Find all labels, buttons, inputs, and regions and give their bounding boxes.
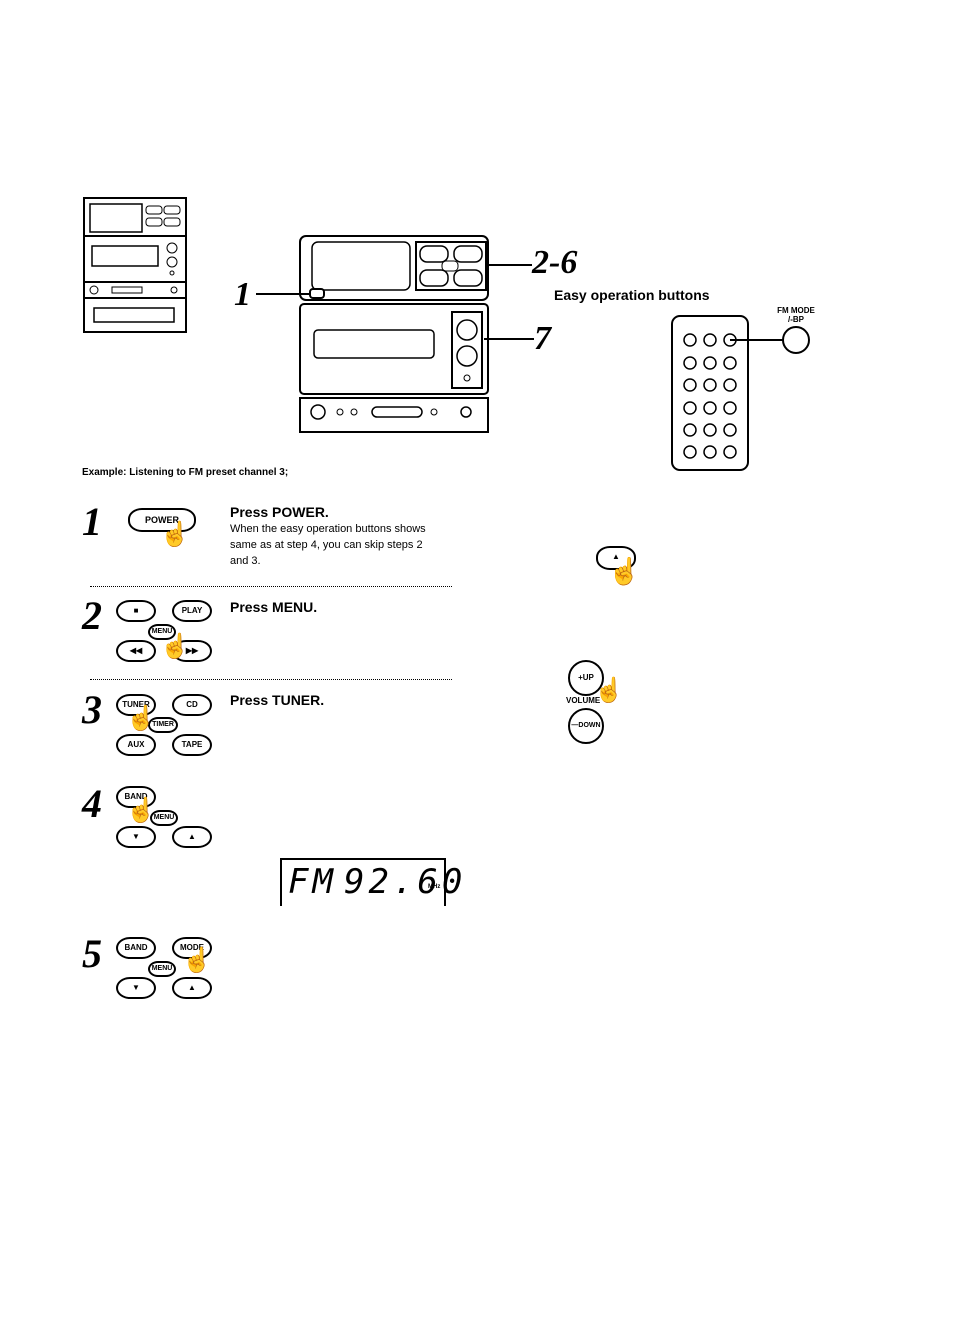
overview-unit-illustration bbox=[83, 197, 187, 333]
callout-2-6-line bbox=[486, 264, 532, 266]
menu-button-step4[interactable]: MENU bbox=[150, 810, 178, 826]
display-frequency: 92.60 bbox=[344, 862, 467, 902]
volume-label: VOLUME bbox=[566, 696, 601, 705]
down-button-step5[interactable]: ▼ bbox=[116, 977, 156, 999]
aux-button[interactable]: AUX bbox=[116, 734, 156, 756]
stop-button[interactable]: ■ bbox=[116, 600, 156, 622]
volume-up-button[interactable]: +UP bbox=[568, 660, 604, 696]
hand-pointer-icon: ☝ bbox=[594, 677, 624, 704]
hand-pointer-icon: ☝ bbox=[126, 797, 156, 824]
step-divider bbox=[90, 586, 452, 587]
up-button-right[interactable]: ▲ bbox=[596, 546, 636, 570]
callout-7: 7 bbox=[534, 320, 551, 357]
volume-down-button[interactable]: —DOWN bbox=[568, 708, 604, 744]
play-button[interactable]: PLAY bbox=[172, 600, 212, 622]
step-divider bbox=[90, 679, 452, 680]
step-2-number: 2 bbox=[82, 593, 102, 638]
main-unit-illustration bbox=[299, 235, 489, 433]
fm-mode-label: FM MODE /-BP bbox=[770, 306, 822, 324]
up-button[interactable]: ▲ bbox=[172, 826, 212, 848]
step-1-title: Press POWER. bbox=[230, 504, 329, 520]
band-button[interactable]: BAND bbox=[116, 786, 156, 808]
mode-button[interactable]: MODE bbox=[172, 937, 212, 959]
rewind-button[interactable]: ◀◀ bbox=[116, 640, 156, 662]
step-1-text-line: same as at step 4, you can skip steps 2 bbox=[230, 539, 423, 551]
fm-mode-label-line1: FM MODE bbox=[777, 306, 815, 315]
step-4-number: 4 bbox=[82, 781, 102, 826]
hand-pointer-icon: ☝ bbox=[160, 633, 190, 660]
step-2-title: Press MENU. bbox=[230, 599, 318, 615]
step-1-number: 1 bbox=[82, 499, 102, 544]
down-button[interactable]: ▼ bbox=[116, 826, 156, 848]
step-3-title: Press TUNER. bbox=[230, 692, 325, 708]
step-3-number: 3 bbox=[82, 687, 102, 732]
easy-operation-buttons-panel bbox=[671, 315, 810, 471]
example-text: Example: Listening to FM preset channel … bbox=[82, 467, 289, 478]
display-band: FM bbox=[288, 862, 337, 902]
hand-pointer-icon: ☝ bbox=[160, 521, 190, 548]
easy-operation-heading: Easy operation buttons bbox=[554, 287, 710, 303]
fm-mode-label-line2: /-BP bbox=[788, 315, 804, 324]
tape-button[interactable]: TAPE bbox=[172, 734, 212, 756]
frequency-display: FM 92.60 MHz bbox=[280, 858, 462, 906]
band-button-step5[interactable]: BAND bbox=[116, 937, 156, 959]
hand-pointer-icon: ☝ bbox=[126, 705, 156, 732]
step-5-number: 5 bbox=[82, 931, 102, 976]
menu-button[interactable]: MENU bbox=[148, 624, 176, 640]
callout-2-6: 2-6 bbox=[532, 244, 578, 281]
callout-1: 1 bbox=[234, 276, 251, 313]
menu-button-step5[interactable]: MENU bbox=[148, 961, 176, 977]
fast-forward-button[interactable]: ▶▶ bbox=[172, 640, 212, 662]
cd-button[interactable]: CD bbox=[172, 694, 212, 716]
step-1-text-line: and 3. bbox=[230, 555, 261, 567]
tuner-button[interactable]: TUNER bbox=[116, 694, 156, 716]
hand-pointer-icon: ☝ bbox=[182, 947, 212, 974]
step-1-text-line: When the easy operation buttons shows bbox=[230, 523, 426, 535]
step-1-text: When the easy operation buttons shows sa… bbox=[230, 521, 426, 569]
display-unit: MHz bbox=[428, 884, 441, 890]
callout-7-line bbox=[484, 338, 534, 340]
timer-button[interactable]: TIMER bbox=[148, 717, 178, 733]
power-button[interactable]: POWER bbox=[128, 508, 196, 532]
hand-pointer-icon: ☝ bbox=[608, 556, 641, 586]
up-button-step5[interactable]: ▲ bbox=[172, 977, 212, 999]
callout-1-line bbox=[256, 293, 310, 295]
